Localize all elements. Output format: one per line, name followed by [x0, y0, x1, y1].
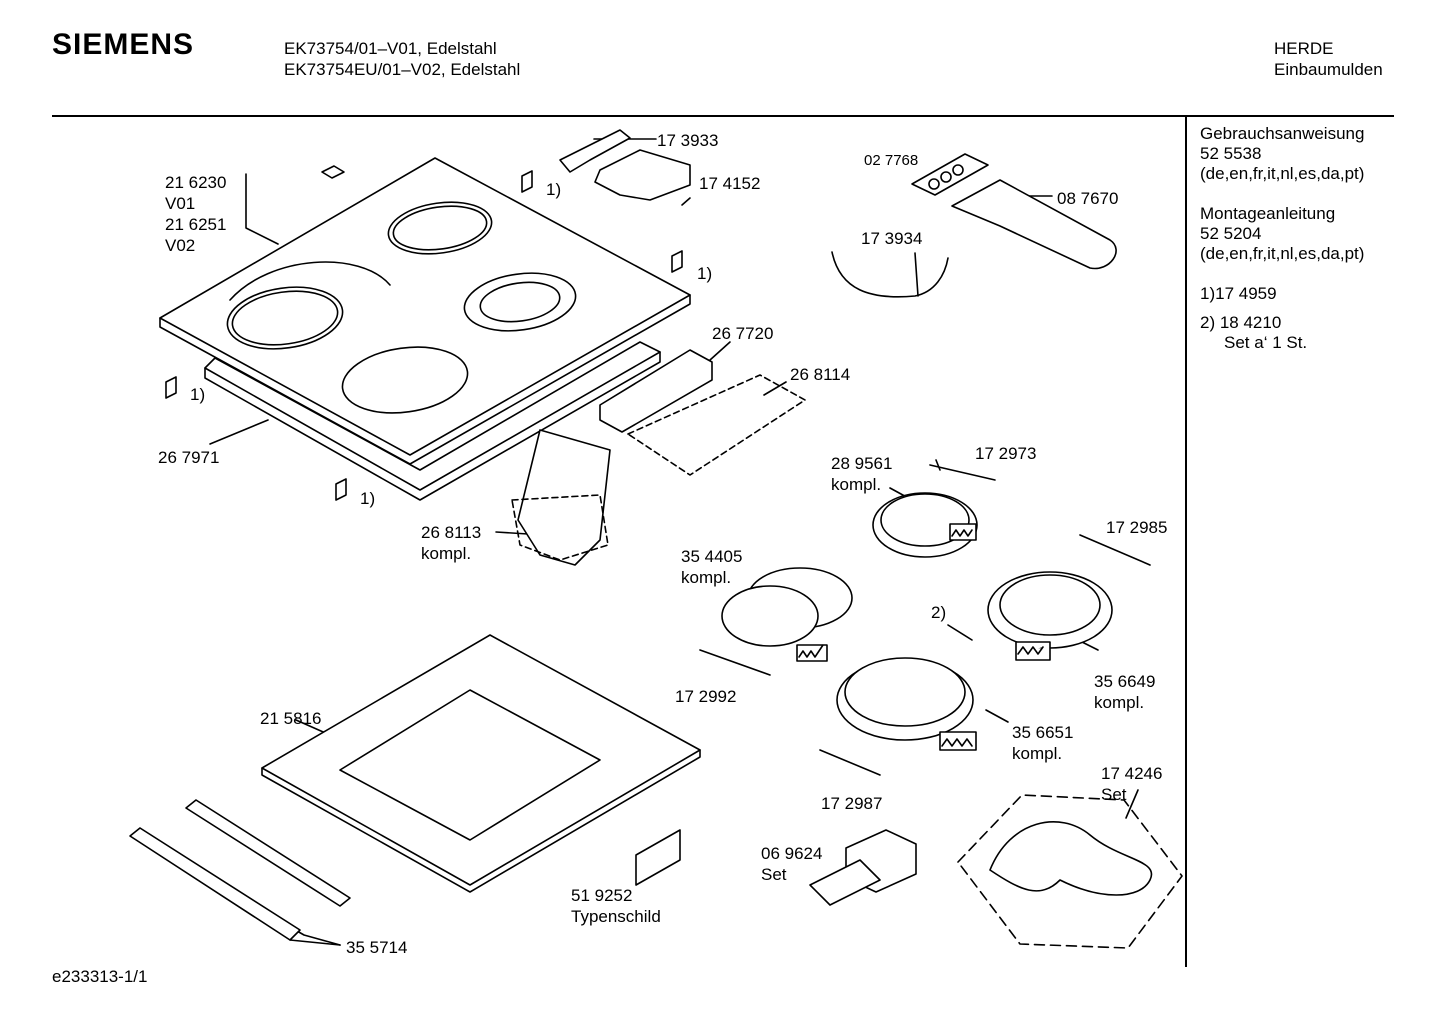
- part-289561-kompl: kompl.: [831, 475, 882, 494]
- ref-note-1c: 1): [190, 385, 206, 404]
- ref-note-1b: 1): [697, 264, 713, 283]
- header-divider: [52, 115, 1394, 117]
- part-356649-kompl: kompl.: [1094, 693, 1145, 712]
- part-174246-set: Set: [1101, 785, 1127, 804]
- part-268114: 26 8114: [790, 365, 851, 384]
- part-174152: 17 4152: [699, 174, 761, 193]
- ref-note-2: 2): [931, 603, 947, 622]
- part-356649: 35 6649: [1094, 672, 1156, 691]
- part-356651: 35 6651: [1012, 723, 1074, 742]
- part-356651-kompl: kompl.: [1012, 744, 1063, 763]
- ref-note-1a: 1): [546, 180, 562, 199]
- sidebar-divider: [1185, 117, 1187, 967]
- document-id: e233313-1/1: [52, 967, 148, 986]
- part-172973: 17 2973: [975, 444, 1037, 463]
- variant-v01: V01: [165, 194, 196, 213]
- variant-v02: V02: [165, 236, 196, 255]
- part-069624-set: Set: [761, 865, 787, 884]
- part-027768: 02 7768: [864, 152, 919, 169]
- part-174246: 17 4246: [1101, 764, 1163, 783]
- category-line-1: HERDE: [1274, 39, 1334, 58]
- part-216230: 21 6230: [165, 173, 227, 192]
- part-355714: 35 5714: [346, 938, 408, 957]
- part-172987: 17 2987: [821, 794, 883, 813]
- model-line-1: EK73754/01–V01, Edelstahl: [284, 39, 497, 58]
- part-289561: 28 9561: [831, 454, 893, 473]
- part-216251: 21 6251: [165, 215, 227, 234]
- brand-logo: SIEMENS: [52, 28, 195, 61]
- part-519252: 51 9252: [571, 886, 633, 905]
- model-line-2: EK73754EU/01–V02, Edelstahl: [284, 60, 521, 79]
- assembly-number: 52 5204: [1200, 224, 1262, 243]
- part-354405-kompl: kompl.: [681, 568, 732, 587]
- footnote-2-text: Set a‘ 1 St.: [1224, 333, 1308, 352]
- part-087670: 08 7670: [1057, 189, 1119, 208]
- footnote-1: 1)17 4959: [1200, 284, 1277, 303]
- assembly-languages: (de,en,fr,it,nl,es,da,pt): [1200, 244, 1365, 263]
- manual-languages: (de,en,fr,it,nl,es,da,pt): [1200, 164, 1365, 183]
- manual-number: 52 5538: [1200, 144, 1262, 163]
- part-069624: 06 9624: [761, 844, 823, 863]
- part-172992: 17 2992: [675, 687, 737, 706]
- category-line-2: Einbaumulden: [1274, 60, 1383, 79]
- footnote-2-number: 2) 18 4210: [1200, 313, 1282, 332]
- part-267971: 26 7971: [158, 448, 220, 467]
- part-173933: 17 3933: [657, 131, 719, 150]
- part-519252-label: Typenschild: [571, 907, 661, 926]
- glass-cooktop-drawing: [159, 157, 691, 465]
- part-267720: 26 7720: [712, 324, 774, 343]
- manual-title: Gebrauchsanweisung: [1200, 124, 1365, 143]
- part-172985: 17 2985: [1106, 518, 1168, 537]
- part-268113-kompl: kompl.: [421, 544, 472, 563]
- part-268113: 26 8113: [421, 523, 482, 542]
- part-173934: 17 3934: [861, 229, 923, 248]
- part-354405: 35 4405: [681, 547, 743, 566]
- assembly-title: Montageanleitung: [1200, 204, 1336, 223]
- part-215816: 21 5816: [260, 709, 322, 728]
- ref-note-1d: 1): [360, 489, 376, 508]
